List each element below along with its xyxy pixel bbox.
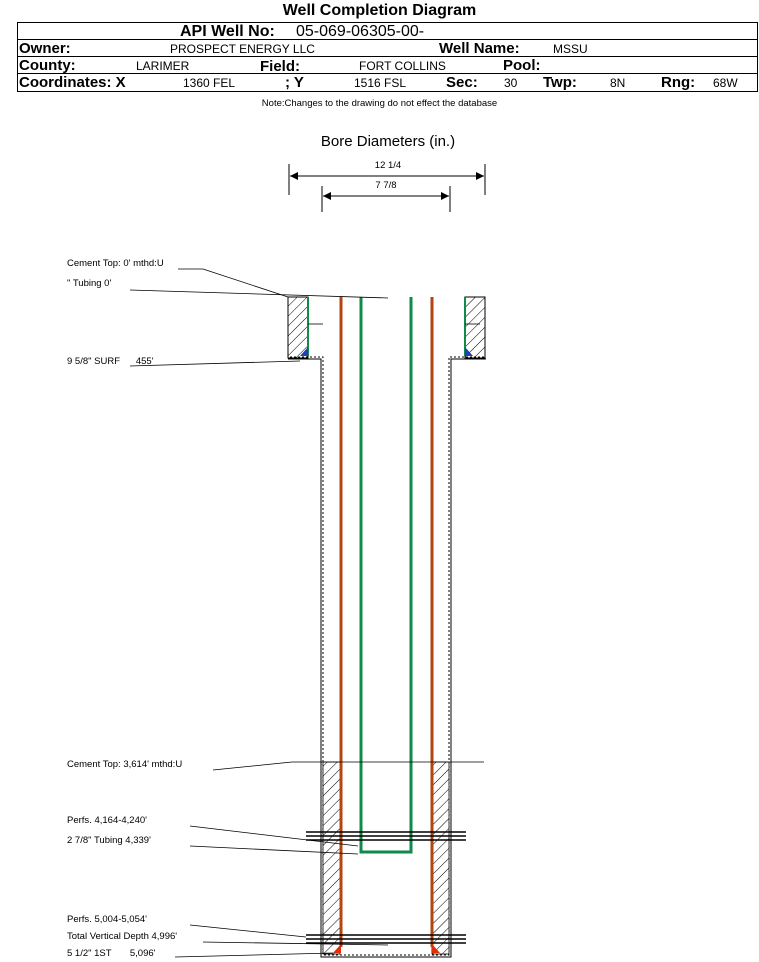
diagram-title: Well Completion Diagram <box>282 2 477 19</box>
callout-cement-top-production: Cement Top: 3,614' mthd:U <box>67 759 183 770</box>
header-row-owner: Owner: PROSPECT ENERGY LLC Well Name: MS… <box>17 39 758 57</box>
callout-surface-casing: 9 5/8" SURF 455' <box>67 356 154 367</box>
production-cement <box>322 761 450 955</box>
field-value: FORT COLLINS <box>359 59 446 73</box>
production-casing <box>339 297 434 947</box>
callout-cement-top-surface: Cement Top: 0' mthd:U <box>67 258 164 269</box>
coordx-value: 1360 FEL <box>183 76 236 90</box>
county-value: LARIMER <box>136 59 190 73</box>
county-label: County: <box>19 57 76 74</box>
api-value: 05-069-06305-00- <box>296 23 425 40</box>
bore-outer-diameter: 12 1/4 <box>374 160 402 171</box>
note-text: Note:Changes to the drawing do not effec… <box>261 98 498 109</box>
sec-value: 30 <box>504 76 518 90</box>
callout-tubing-bottom: 2 7/8" Tubing 4,339' <box>67 835 151 846</box>
callout-perfs-lower: Perfs. 5,004-5,054' <box>67 914 147 925</box>
production-casing-shoe <box>333 944 440 953</box>
bore-inner-diameter: 7 7/8 <box>375 180 397 191</box>
perforations-upper <box>306 831 466 841</box>
header-row-county: County: LARIMER Field: FORT COLLINS Pool… <box>17 56 758 74</box>
sec-label: Sec: <box>446 74 478 91</box>
wellname-value: MSSU <box>553 42 588 56</box>
callout-production-casing: 5 1/2" 1ST 5,096' <box>67 948 156 959</box>
header-row-api: API Well No: 05-069-06305-00- <box>17 22 758 40</box>
surface-casing <box>307 297 466 356</box>
header-row-coords: Coordinates: X 1360 FEL ; Y 1516 FSL Sec… <box>17 73 758 92</box>
rng-value: 68W <box>713 76 738 90</box>
y-value: 1516 FSL <box>354 76 407 90</box>
coordx-label: Coordinates: X <box>19 74 126 91</box>
owner-value: PROSPECT ENERGY LLC <box>170 42 315 56</box>
surface-casing-shoe <box>300 347 473 356</box>
api-label: API Well No: <box>180 23 275 40</box>
leader-lines <box>129 268 484 958</box>
pool-label: Pool: <box>503 57 541 74</box>
twp-value: 8N <box>610 76 626 90</box>
field-label: Field: <box>260 58 300 75</box>
tubing <box>359 297 413 854</box>
bore-diameters-title: Bore Diameters (in.) <box>320 133 456 150</box>
twp-label: Twp: <box>543 74 577 91</box>
production-hole-outline <box>288 356 486 958</box>
y-label: ; Y <box>285 74 304 91</box>
perforations-lower <box>306 934 466 944</box>
owner-label: Owner: <box>19 40 71 57</box>
surface-hole <box>287 296 486 359</box>
dimension-lines <box>288 164 486 212</box>
callout-total-vertical-depth: Total Vertical Depth 4,996' <box>67 931 178 942</box>
rng-label: Rng: <box>661 74 696 91</box>
wellname-label: Well Name: <box>439 40 520 57</box>
callout-tubing-top: " Tubing 0' <box>67 278 112 289</box>
callout-perfs-upper: Perfs. 4,164-4,240' <box>67 815 147 826</box>
